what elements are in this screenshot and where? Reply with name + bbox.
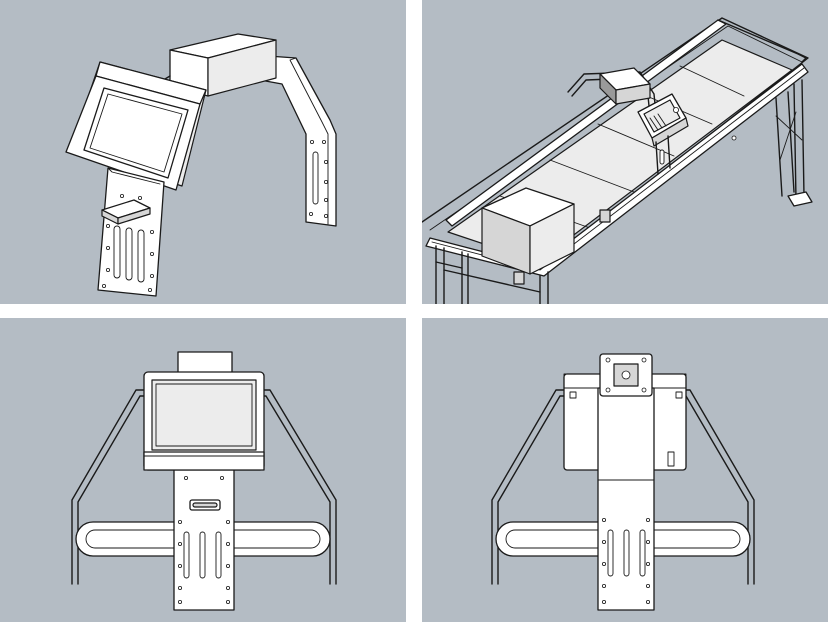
scanner-side [615, 83, 651, 105]
monitor-screen [83, 87, 189, 179]
rear-bracket-drawing [491, 353, 755, 611]
mounted-monitor-screen [643, 99, 681, 133]
front-scanner-box [177, 351, 233, 375]
package-side [529, 203, 575, 275]
isometric-bracket-view [0, 0, 406, 304]
rear-bracket-view [422, 318, 828, 622]
front-monitor-screen [151, 379, 257, 451]
conveyor-mounted-view [422, 0, 828, 304]
scanner-box-side [207, 39, 277, 97]
front-bracket-drawing [71, 351, 337, 611]
front-bracket-view [0, 318, 406, 622]
isometric-bracket-drawing [65, 33, 337, 297]
conveyor-drawing [422, 17, 813, 304]
rear-mount-plate [597, 387, 655, 611]
